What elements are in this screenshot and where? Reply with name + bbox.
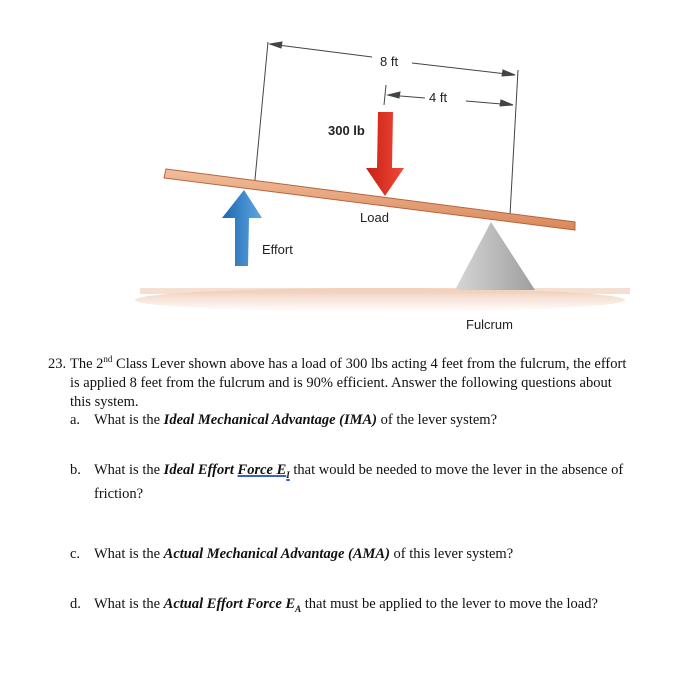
question-c-letter: c. — [70, 546, 81, 562]
question-block: 23.The 2nd Class Lever shown above has a… — [48, 350, 688, 614]
question-c-post: of this lever system? — [389, 546, 514, 562]
load-value-label: 300 lb — [328, 123, 365, 138]
load-label: Load — [360, 210, 389, 225]
question-23-intro: 23.The 2nd Class Lever shown above has a… — [48, 350, 688, 412]
question-d-em-sub: A — [295, 603, 302, 614]
dim-8ft-label: 8 ft — [380, 54, 398, 69]
question-a-post: of the lever system? — [377, 412, 498, 428]
question-d: d. What is the Actual Effort Force EA tha… — [70, 595, 685, 619]
question-number: 23. — [48, 355, 67, 372]
question-d-em: Actual Effort Force E — [163, 596, 296, 612]
load-arrow — [366, 112, 404, 196]
dim-4ft-label: 4 ft — [429, 90, 447, 105]
question-b: b. What is the Ideal Effort Force EI that… — [70, 461, 685, 504]
question-b-em-sub: I — [286, 469, 290, 480]
question-d-post: that must be applied to the lever to mov… — [301, 596, 598, 612]
question-d-pre: What is the — [94, 596, 164, 612]
question-d-letter: d. — [70, 596, 81, 612]
ground-band — [140, 288, 630, 294]
question-b-letter: b. — [70, 462, 81, 478]
effort-label: Effort — [262, 242, 293, 257]
question-c: c. What is the Actual Mechanical Advantag… — [70, 545, 685, 564]
effort-arrow — [222, 190, 262, 266]
question-b-post: that would be needed to move the lever i… — [289, 462, 624, 478]
question-a-letter: a. — [70, 412, 81, 428]
question-c-em: Actual Mechanical Advantage (AMA) — [163, 546, 390, 562]
dimension-4ft — [383, 84, 514, 107]
question-b-line2: friction? — [94, 485, 144, 502]
intro-line3: this system. — [70, 393, 139, 410]
intro-sup: nd — [103, 354, 113, 364]
question-a-em: Ideal Mechanical Advantage (IMA) — [163, 412, 378, 428]
question-a-pre: What is the — [94, 412, 164, 428]
question-b-em: Ideal Effort — [163, 462, 238, 478]
fulcrum-label: Fulcrum — [466, 317, 513, 332]
lever-beam — [163, 168, 576, 231]
question-b-em-underlined: Force E — [237, 462, 287, 478]
intro-pre: The 2 — [70, 355, 104, 372]
fulcrum-triangle — [455, 222, 535, 290]
question-c-pre: What is the — [94, 546, 164, 562]
question-a: a. What is the Ideal Mechanical Advantage… — [70, 411, 685, 430]
intro-line1: Class Lever shown above has a load of 30… — [112, 355, 627, 372]
intro-line2: is applied 8 feet from the fulcrum and i… — [70, 374, 612, 391]
dimension-8ft — [253, 41, 519, 216]
question-b-pre: What is the — [94, 462, 164, 478]
lever-diagram: 8 ft 4 ft 300 lb Load Effort Fulcrum — [135, 41, 630, 332]
